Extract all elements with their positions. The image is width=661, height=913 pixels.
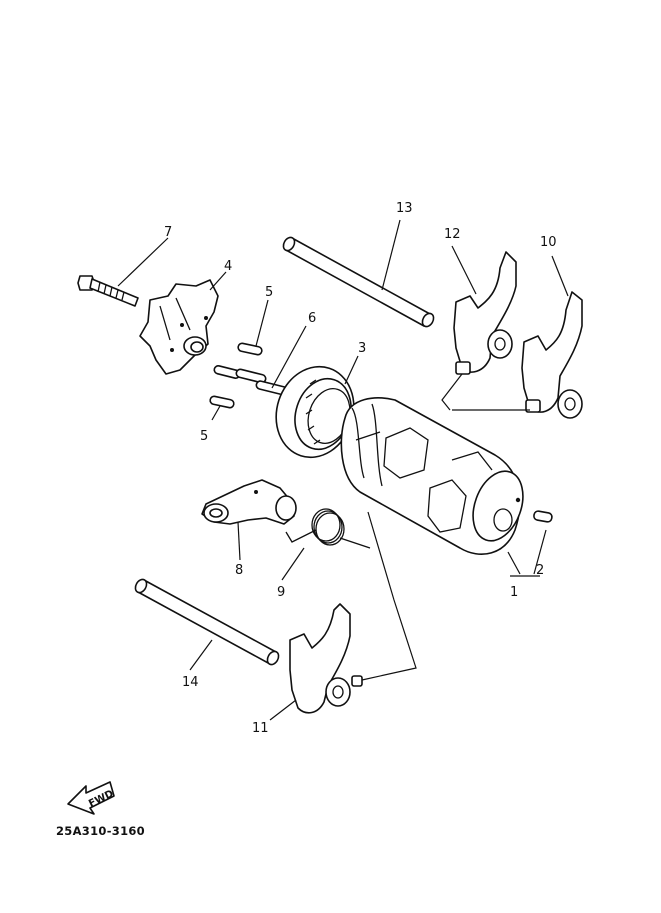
- label-part-11: 11: [252, 721, 269, 736]
- part-4-segment: [139, 279, 219, 375]
- label-part-5-upper: 5: [265, 285, 273, 300]
- fwd-arrow-icon: FWD: [67, 781, 115, 815]
- label-part-14: 14: [182, 675, 199, 690]
- label-part-12: 12: [444, 227, 461, 242]
- part-5-pins: [209, 342, 267, 409]
- part-8-stopper-lever: [201, 479, 297, 525]
- label-part-10: 10: [540, 235, 557, 250]
- label-part-4: 4: [224, 259, 232, 274]
- part-13-guide-bar: [282, 236, 435, 328]
- part-10-shift-fork: [521, 291, 583, 419]
- label-part-6: 6: [308, 311, 316, 326]
- part-14-guide-bar: [134, 578, 280, 666]
- part-7-bolt: [77, 275, 139, 307]
- label-part-5-lower: 5: [200, 429, 208, 444]
- label-part-2: 2: [536, 563, 544, 578]
- label-part-3: 3: [358, 341, 366, 356]
- leader-lines: [117, 219, 569, 721]
- label-part-9: 9: [277, 585, 285, 600]
- label-part-1: 1: [510, 585, 518, 600]
- part-9-torsion-spring: [285, 508, 371, 549]
- part-3-bearing: [275, 365, 355, 459]
- part-1-shift-cam: [340, 397, 524, 556]
- label-part-13: 13: [396, 201, 413, 216]
- part-11-shift-fork: [289, 603, 363, 714]
- part-12-shift-fork: [453, 251, 517, 375]
- label-part-7: 7: [164, 225, 172, 240]
- label-part-8: 8: [235, 563, 243, 578]
- part-2-pin: [533, 510, 553, 523]
- part-number-labels: 7 4 5 6 3 5 13 12 10 8 9 14 11 2 1: [164, 201, 557, 736]
- drawing-code: 25A310-3160: [56, 824, 145, 838]
